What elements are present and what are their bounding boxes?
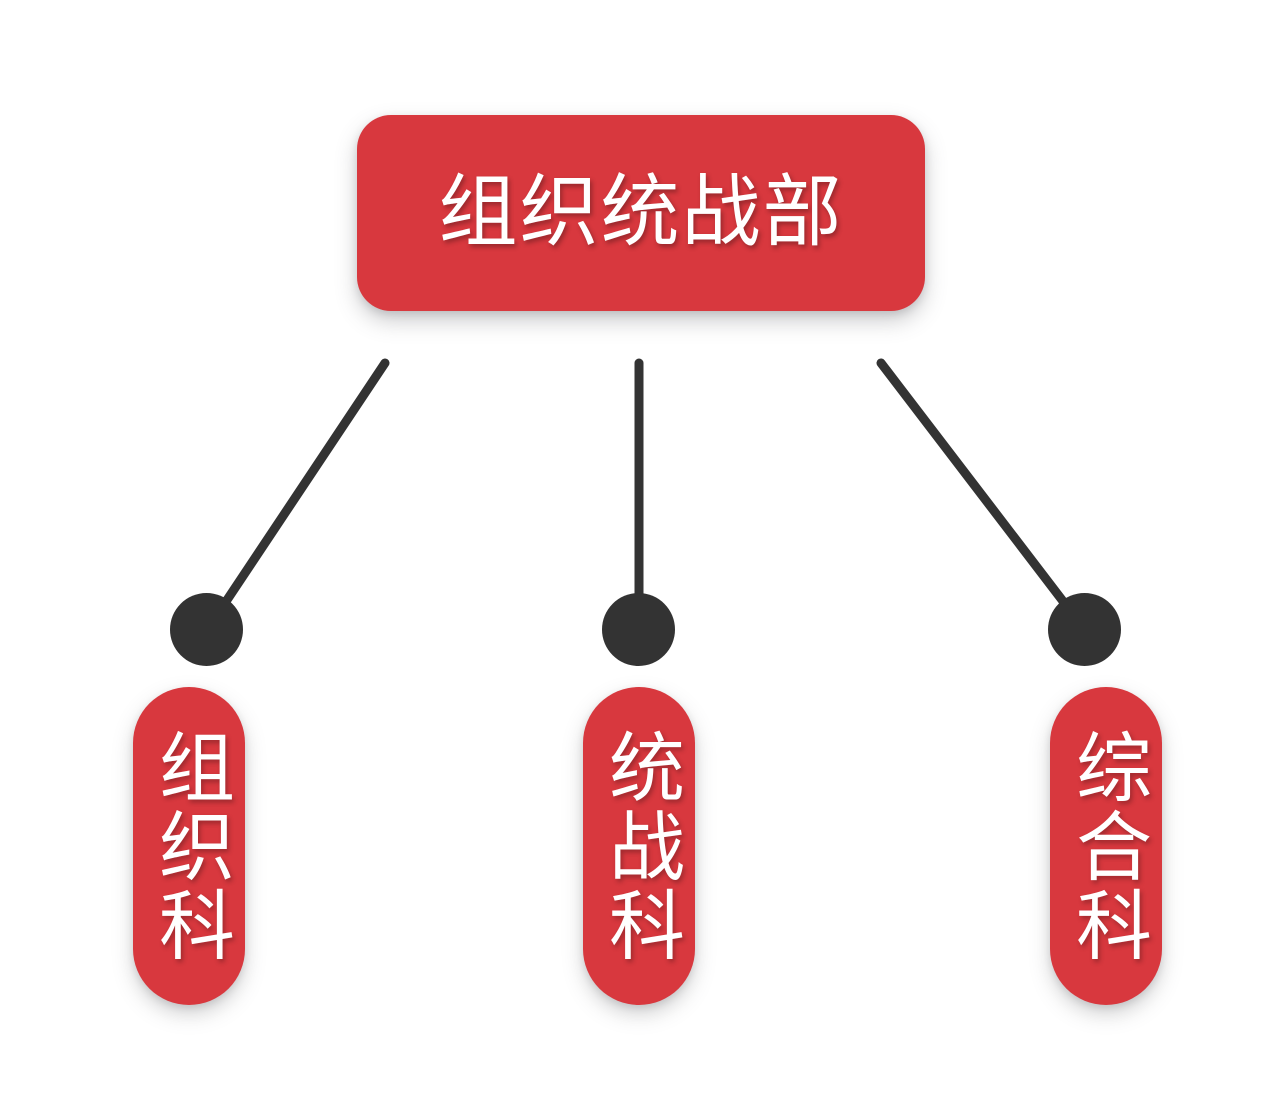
child-node-general-affairs[interactable]: 综合科 [1050, 687, 1162, 1005]
child-node-label: 统战科 [597, 727, 682, 965]
connector-line-left [202, 358, 390, 635]
junction-dot-right [1048, 593, 1121, 666]
root-node-label: 组织统战部 [438, 169, 844, 257]
child-node-label: 组织科 [147, 727, 232, 965]
child-node-organization[interactable]: 组织科 [133, 687, 245, 1005]
root-node[interactable]: 组织统战部 [357, 115, 925, 311]
junction-dot-left [170, 593, 243, 666]
connector-line-right [876, 358, 1090, 635]
junction-dot-middle [602, 593, 675, 666]
child-node-label: 综合科 [1064, 727, 1149, 965]
child-node-united-front[interactable]: 统战科 [583, 687, 695, 1005]
